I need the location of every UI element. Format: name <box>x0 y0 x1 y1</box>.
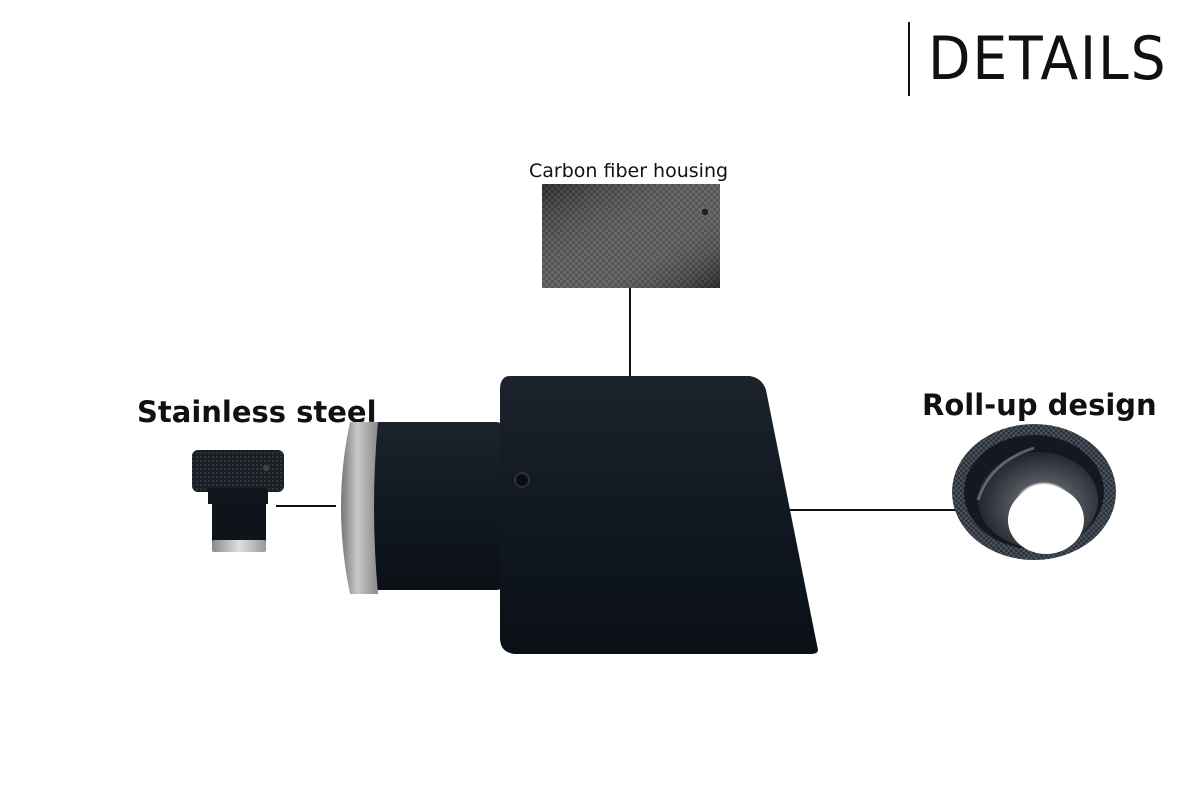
stainless-steel-label: Stainless steel <box>137 395 377 429</box>
steel-band <box>212 540 266 552</box>
outlet-opening <box>1008 486 1084 554</box>
carbon-fiber-swatch <box>542 184 720 288</box>
bolt-icon <box>514 472 530 488</box>
page-title: DETAILS <box>928 24 1168 94</box>
exhaust-tip-image <box>341 376 818 654</box>
carbon-fiber-label: Carbon fiber housing <box>529 160 729 182</box>
rollup-outlet-image <box>952 424 1116 560</box>
stainless-adapter-image <box>192 450 284 552</box>
housing-body <box>500 376 818 654</box>
steel-ring <box>341 422 378 594</box>
inlet-pipe <box>366 422 506 590</box>
heading-divider <box>908 22 910 96</box>
screw-icon <box>700 207 710 217</box>
rollup-design-label: Roll-up design <box>922 388 1157 422</box>
